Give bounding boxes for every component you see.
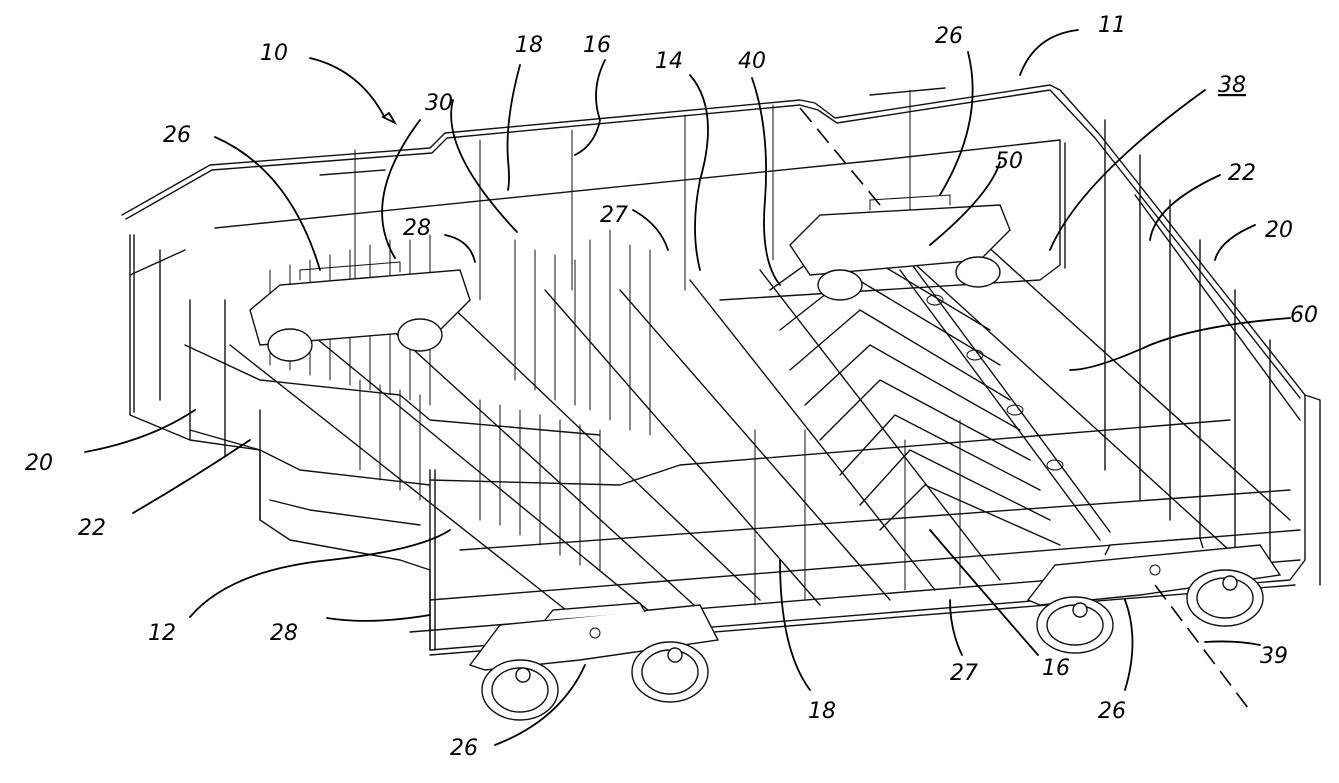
- wheel-assembly-bottom-right: [1026, 537, 1282, 654]
- label-12: 12: [148, 621, 176, 646]
- wheel-assembly-top-left: [249, 261, 471, 362]
- wheel-assembly-bottom-left: [468, 602, 720, 721]
- label-10: 10: [260, 41, 288, 66]
- wheel-assembly-top-right: [789, 194, 1011, 301]
- label-16-top: 16: [583, 33, 611, 58]
- axis-top-line: [799, 107, 881, 206]
- label-28-bottom: 28: [270, 621, 298, 646]
- label-16-bottom: 16: [1042, 656, 1070, 681]
- label-22-right: 22: [1228, 161, 1256, 186]
- label-14: 14: [655, 49, 683, 74]
- label-11: 11: [1098, 13, 1126, 38]
- label-20-left: 20: [25, 451, 53, 476]
- label-26-bottom-right: 26: [1098, 699, 1126, 724]
- label-50: 50: [995, 149, 1023, 174]
- label-20-right: 20: [1265, 218, 1293, 243]
- label-26-top-right: 26: [935, 24, 963, 49]
- tines: [269, 89, 961, 606]
- label-18-top: 18: [515, 33, 543, 58]
- label-26-bottom-left: 26: [450, 736, 478, 761]
- label-18-bottom: 18: [808, 699, 836, 724]
- label-28-top: 28: [403, 216, 431, 241]
- label-39: 39: [1260, 644, 1288, 669]
- label-60: 60: [1290, 303, 1318, 328]
- label-26-top-left: 26: [163, 123, 191, 148]
- reference-numerals: 10 11 12 14 16 16 18 18 20 20 22 22 26 2…: [25, 13, 1318, 761]
- label-40: 40: [738, 49, 766, 74]
- label-30: 30: [425, 91, 453, 116]
- label-38: 38: [1218, 73, 1246, 98]
- label-27-bottom: 27: [950, 661, 978, 686]
- label-22-left: 22: [78, 516, 106, 541]
- label-27-top: 27: [600, 203, 628, 228]
- leader-lines: [84, 29, 1291, 746]
